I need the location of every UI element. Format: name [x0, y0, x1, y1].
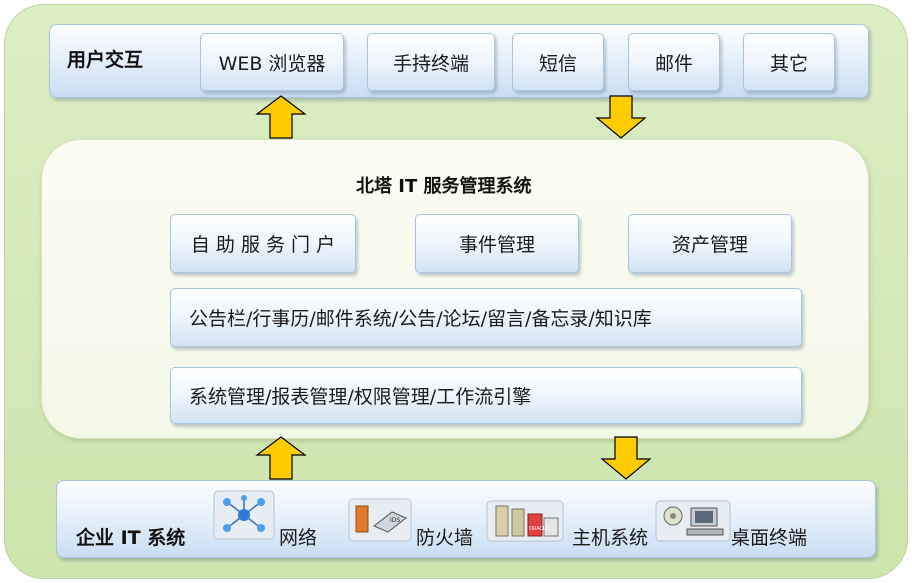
enterprise-it-title: 企业 IT 系统: [76, 527, 186, 549]
enterprise-it-bar: [56, 480, 876, 558]
svg-text:IDS: IDS: [390, 517, 400, 524]
self-service-portal-box: 自 助 服 务 门 户: [170, 214, 356, 273]
arrow-up-icon: [255, 436, 307, 480]
arrow-up-icon: [255, 95, 307, 139]
system-management-row: 系统管理/报表管理/权限管理/工作流引擎: [170, 367, 802, 424]
arrow-down-icon: [595, 95, 647, 139]
firewall-icon: IDS: [348, 498, 412, 542]
firewall-label: 防火墙: [416, 527, 474, 549]
collaboration-row: 公告栏/行事历/邮件系统/公告/论坛/留言/备忘录/知识库: [170, 288, 802, 347]
system-title: 北塔 IT 服务管理系统: [356, 176, 532, 197]
handheld-terminal-box: 手持终端: [367, 33, 495, 91]
desktop-terminal-label: 桌面终端: [731, 527, 808, 549]
asset-management-box: 资产管理: [628, 214, 792, 273]
desktop-terminal-icon: [655, 500, 731, 542]
incident-management-box: 事件管理: [415, 214, 579, 273]
network-label: 网络: [279, 527, 318, 549]
other-box: 其它: [743, 33, 835, 91]
server-icon: ORACLE: [486, 500, 564, 542]
network-topology-icon: [213, 490, 275, 540]
host-system-label: 主机系统: [572, 527, 649, 549]
user-interaction-title: 用户交互: [67, 49, 144, 71]
email-box: 邮件: [628, 33, 720, 91]
svg-text:ORACLE: ORACLE: [529, 526, 549, 532]
web-browser-box: WEB 浏览器: [200, 33, 344, 91]
sms-box: 短信: [512, 33, 604, 91]
arrow-down-icon: [600, 436, 652, 480]
